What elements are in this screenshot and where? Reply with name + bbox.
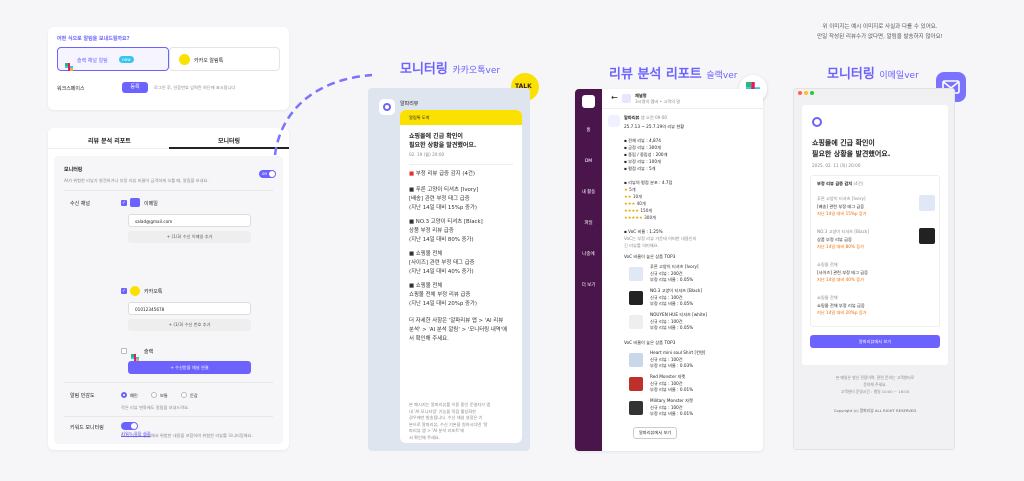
voc-ratio: ▪ VoC 비율 : 1.25% VoC는 부정 리뷰 가운데 어떠한 내용인지…: [624, 229, 697, 248]
keyword-monitoring-label: 키워드 모니터링: [70, 425, 104, 431]
alert-summary: ■ 부정 리뷰 급증 감지 (4건): [409, 171, 475, 177]
sender-name: 알파리뷰: [400, 101, 419, 107]
keyword-toggle[interactable]: [121, 422, 138, 430]
option-kakao-label: 카카오 알림톡: [194, 58, 224, 64]
alimtalk-bubble: 알림톡 도착 쇼핑몰에 긴급 확인이 필요한 상황을 발견했어요. 02. 19…: [400, 110, 522, 443]
slack-checkbox[interactable]: [121, 348, 127, 354]
keyword-settings-link[interactable]: 키워드 알림 설정: [121, 431, 151, 436]
message-sender: 알파리뷰 앱 오전 09:00: [624, 115, 668, 120]
add-email-button[interactable]: + (1/3) 수신 이메일 추가: [128, 231, 251, 243]
product-thumb: [629, 291, 643, 305]
slack-icon: [131, 347, 139, 362]
slack-label: 슬랙: [144, 349, 154, 355]
nav-dm[interactable]: DM: [584, 159, 593, 164]
alert-box: 부정 리뷰 급증 감지 (4건) 푸른 고양이 티셔츠 [Ivory][배송] …: [810, 175, 940, 327]
sensitivity-radio-normal[interactable]: [151, 392, 157, 398]
alert-items: ■ 푸른 고양이 티셔츠 [Ivory][배송] 관련 부정 태그 급증(지난 …: [409, 187, 508, 342]
slack-window: 홈 DM 내 활동 파일 나중에 더 보기 ← 채널명 3시명의 멤버 • 고객…: [575, 89, 763, 451]
rating-distribution: ▪ 리뷰의 평점 분포 : 4.7점 ★ 5개 ★★ 10개 ★★★ 40개 ★…: [624, 180, 673, 220]
email-view-button[interactable]: 알파리뷰에서 보기: [810, 335, 940, 348]
new-badge: new: [119, 56, 134, 63]
nav-later[interactable]: 나중에: [582, 252, 595, 257]
option-slack[interactable]: 슬랙 채널 알림 new: [57, 47, 169, 71]
email-footer: 본 메일은 발신 전용이며, 관련 문의는 고객센터로 문의해 주세요. 고객센…: [833, 375, 917, 413]
email-input[interactable]: salad@gmail.com: [128, 214, 251, 227]
dashed-connector: [273, 73, 373, 156]
email-card: 쇼핑몰에 긴급 확인이 필요한 상황을 발견했어요. 2025. 02. 11 …: [802, 105, 948, 365]
kakao-icon: [130, 286, 140, 296]
voc-top-products: VoC 비율이 높은 상품 TOP3: [624, 254, 676, 259]
alimtalk-header: 알림톡 도착: [400, 110, 522, 125]
receive-channel-label: 수신 채널: [70, 201, 90, 207]
email-window: 쇼핑몰에 긴급 확인이 필요한 상황을 발견했어요. 2025. 02. 11 …: [793, 88, 955, 450]
channel-icon: [622, 94, 631, 103]
slack-sidebar: 홈 DM 내 활동 파일 나중에 더 보기: [575, 89, 602, 451]
add-phone-button[interactable]: + (1/3) 수신 번호 추가: [128, 319, 251, 331]
channel-subtitle: 3시명의 멤버 • 고객의 말: [635, 99, 681, 104]
kakao-chat-screen: 알파리뷰 알림톡 도착 쇼핑몰에 긴급 확인이 필요한 상황을 발견했어요. 0…: [368, 88, 530, 451]
voc-top-products-2: VoC 비율이 높은 상품 TOP3: [624, 340, 676, 345]
email-heading: 모니터링 이메일ver: [827, 67, 919, 82]
kakao-label: 카카오톡: [144, 289, 163, 295]
report-period: 25.7.13 ~ 25.7.19의 리뷰 현황: [624, 124, 685, 129]
product-thumb: [919, 195, 935, 211]
nav-home[interactable]: 홈: [586, 128, 591, 133]
kakao-heading: 모니터링 카카오톡ver: [400, 62, 501, 77]
workspace-label: 워크스페이스: [57, 86, 85, 92]
channel-name: 채널명: [635, 93, 647, 98]
option-kakao[interactable]: 카카오 알림톡: [169, 47, 280, 71]
app-avatar: [608, 115, 620, 127]
monitoring-desc: AI가 위험한 리뷰가 발견하거나 부정 리뷰 비율이 급격하게 오를 때, 알…: [64, 178, 209, 183]
disclaimer: 위 이미지는 예시 이미지로 사실과 다를 수 있어요. 만일 작성된 리뷰수가…: [817, 24, 943, 40]
notification-settings-card: 어떤 식으로 알림을 보내드릴까요? 슬랙 채널 알림 new 카카오 알림톡 …: [48, 27, 289, 110]
tab-monitoring[interactable]: 모니터링: [218, 138, 241, 145]
nav-activity[interactable]: 내 활동: [581, 190, 596, 195]
sensitivity-radio-dull[interactable]: [181, 392, 187, 398]
review-stats: ▪ 전체 리뷰 : 4,874 ▪ 긍정 리뷰 : 300개 ▪ 중립 / 중립…: [624, 138, 668, 171]
product-thumb: [629, 267, 643, 281]
nav-more[interactable]: 더 보기: [581, 283, 596, 288]
sensitivity-hint: 작은 리뷰 변화에도 알림을 보내드려요.: [121, 405, 190, 410]
slack-connect-button[interactable]: + 수신받을 채널 연결: [128, 361, 251, 374]
product-thumb: [629, 377, 643, 391]
email-icon: [130, 198, 140, 207]
tab-review-report[interactable]: 리뷰 분석 리포트: [88, 138, 131, 145]
slack-view-button[interactable]: 알파리뷰에서 보기: [633, 427, 678, 439]
monitoring-title: 모니터링: [64, 167, 83, 173]
workspace-avatar[interactable]: [582, 95, 595, 108]
sender-avatar: [379, 99, 395, 115]
email-checkbox[interactable]: ✓: [121, 200, 127, 206]
slack-heading: 리뷰 분석 리포트 슬랙ver: [609, 67, 738, 82]
email-label: 이메일: [144, 201, 158, 207]
sensitivity-label: 알림 민감도: [70, 393, 95, 399]
phone-input[interactable]: 01012345678: [128, 302, 251, 315]
brand-logo: [812, 117, 822, 127]
product-thumb: [629, 315, 643, 329]
product-thumb: [629, 401, 643, 415]
option-slack-label: 슬랙 채널 알림: [77, 58, 108, 64]
monitoring-settings-card: 리뷰 분석 리포트 모니터링 모니터링 AI가 위험한 리뷰가 발견하거나 부정…: [48, 128, 289, 450]
monitoring-toggle[interactable]: on: [259, 170, 276, 178]
tab-active-underline: [169, 147, 289, 149]
workspace-register-button[interactable]: 등록: [122, 82, 148, 93]
slack-icon: [65, 56, 73, 71]
back-arrow-icon[interactable]: ←: [611, 93, 618, 102]
monitoring-section: 모니터링 AI가 위험한 리뷰가 발견하거나 부정 리뷰 비율이 급격하게 오를…: [54, 156, 283, 444]
settings-question: 어떤 식으로 알림을 보내드릴까요?: [57, 36, 130, 42]
window-titlebar: [794, 89, 954, 97]
nav-files[interactable]: 파일: [584, 221, 593, 226]
product-thumb: [919, 228, 935, 244]
sensitivity-radio-sensitive[interactable]: [121, 392, 127, 398]
tab-divider: [48, 148, 289, 149]
product-thumb: [629, 353, 643, 367]
kakao-icon: [179, 54, 190, 65]
kakao-checkbox[interactable]: ✓: [121, 288, 127, 294]
